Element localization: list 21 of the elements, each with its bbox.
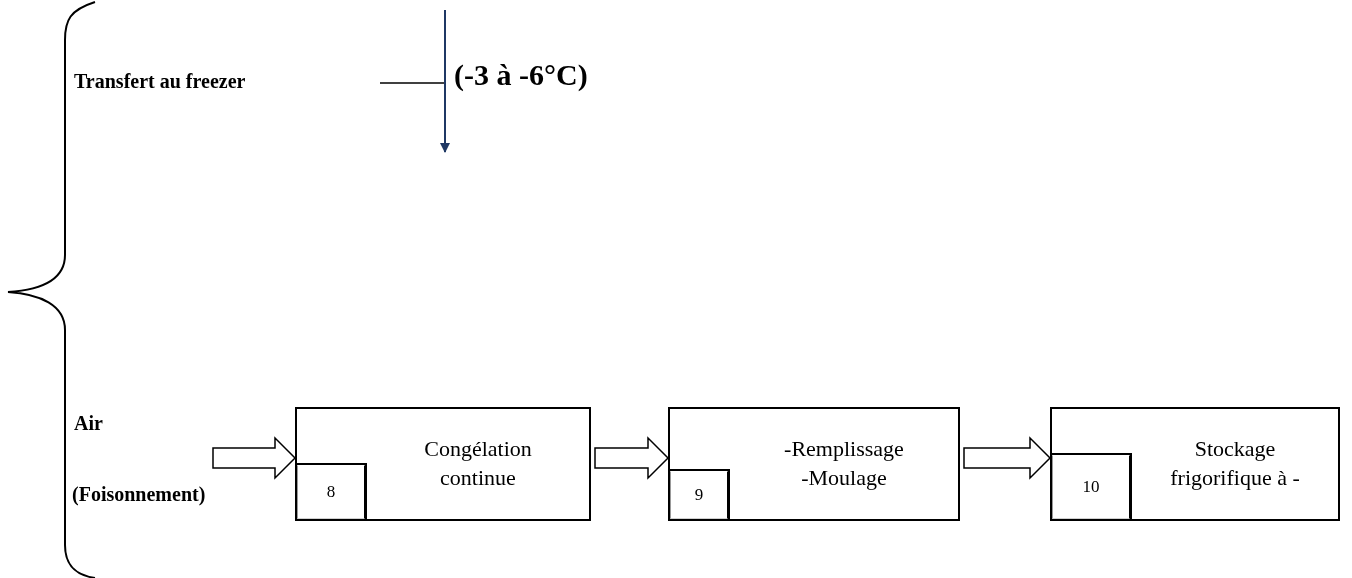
label-text: Transfert au freezer (74, 70, 246, 93)
process-box (1050, 407, 1340, 521)
process-box (668, 407, 960, 521)
step-label: Stockage (1194, 435, 1276, 464)
label-text: Air (74, 412, 103, 435)
block-arrow (963, 436, 1052, 480)
temperature-label: (-3 à -6°C) (454, 58, 588, 92)
step-label: Congélation continue (423, 435, 533, 492)
step-label: frigorifique à - (1170, 464, 1300, 492)
step-number: 10 (1082, 475, 1100, 498)
step-number: 9 (694, 483, 704, 506)
label-text: (Foisonnement) (72, 483, 206, 506)
step-label: -Remplissage (784, 435, 904, 464)
block-arrow (212, 436, 297, 480)
step-number-box (1050, 453, 1132, 521)
process-box (295, 407, 591, 521)
step-number: 8 (326, 480, 336, 503)
step-label: -Moulage (801, 464, 887, 492)
step-number-box (668, 469, 730, 521)
step-number-box (295, 463, 367, 521)
block-arrow (594, 436, 670, 480)
